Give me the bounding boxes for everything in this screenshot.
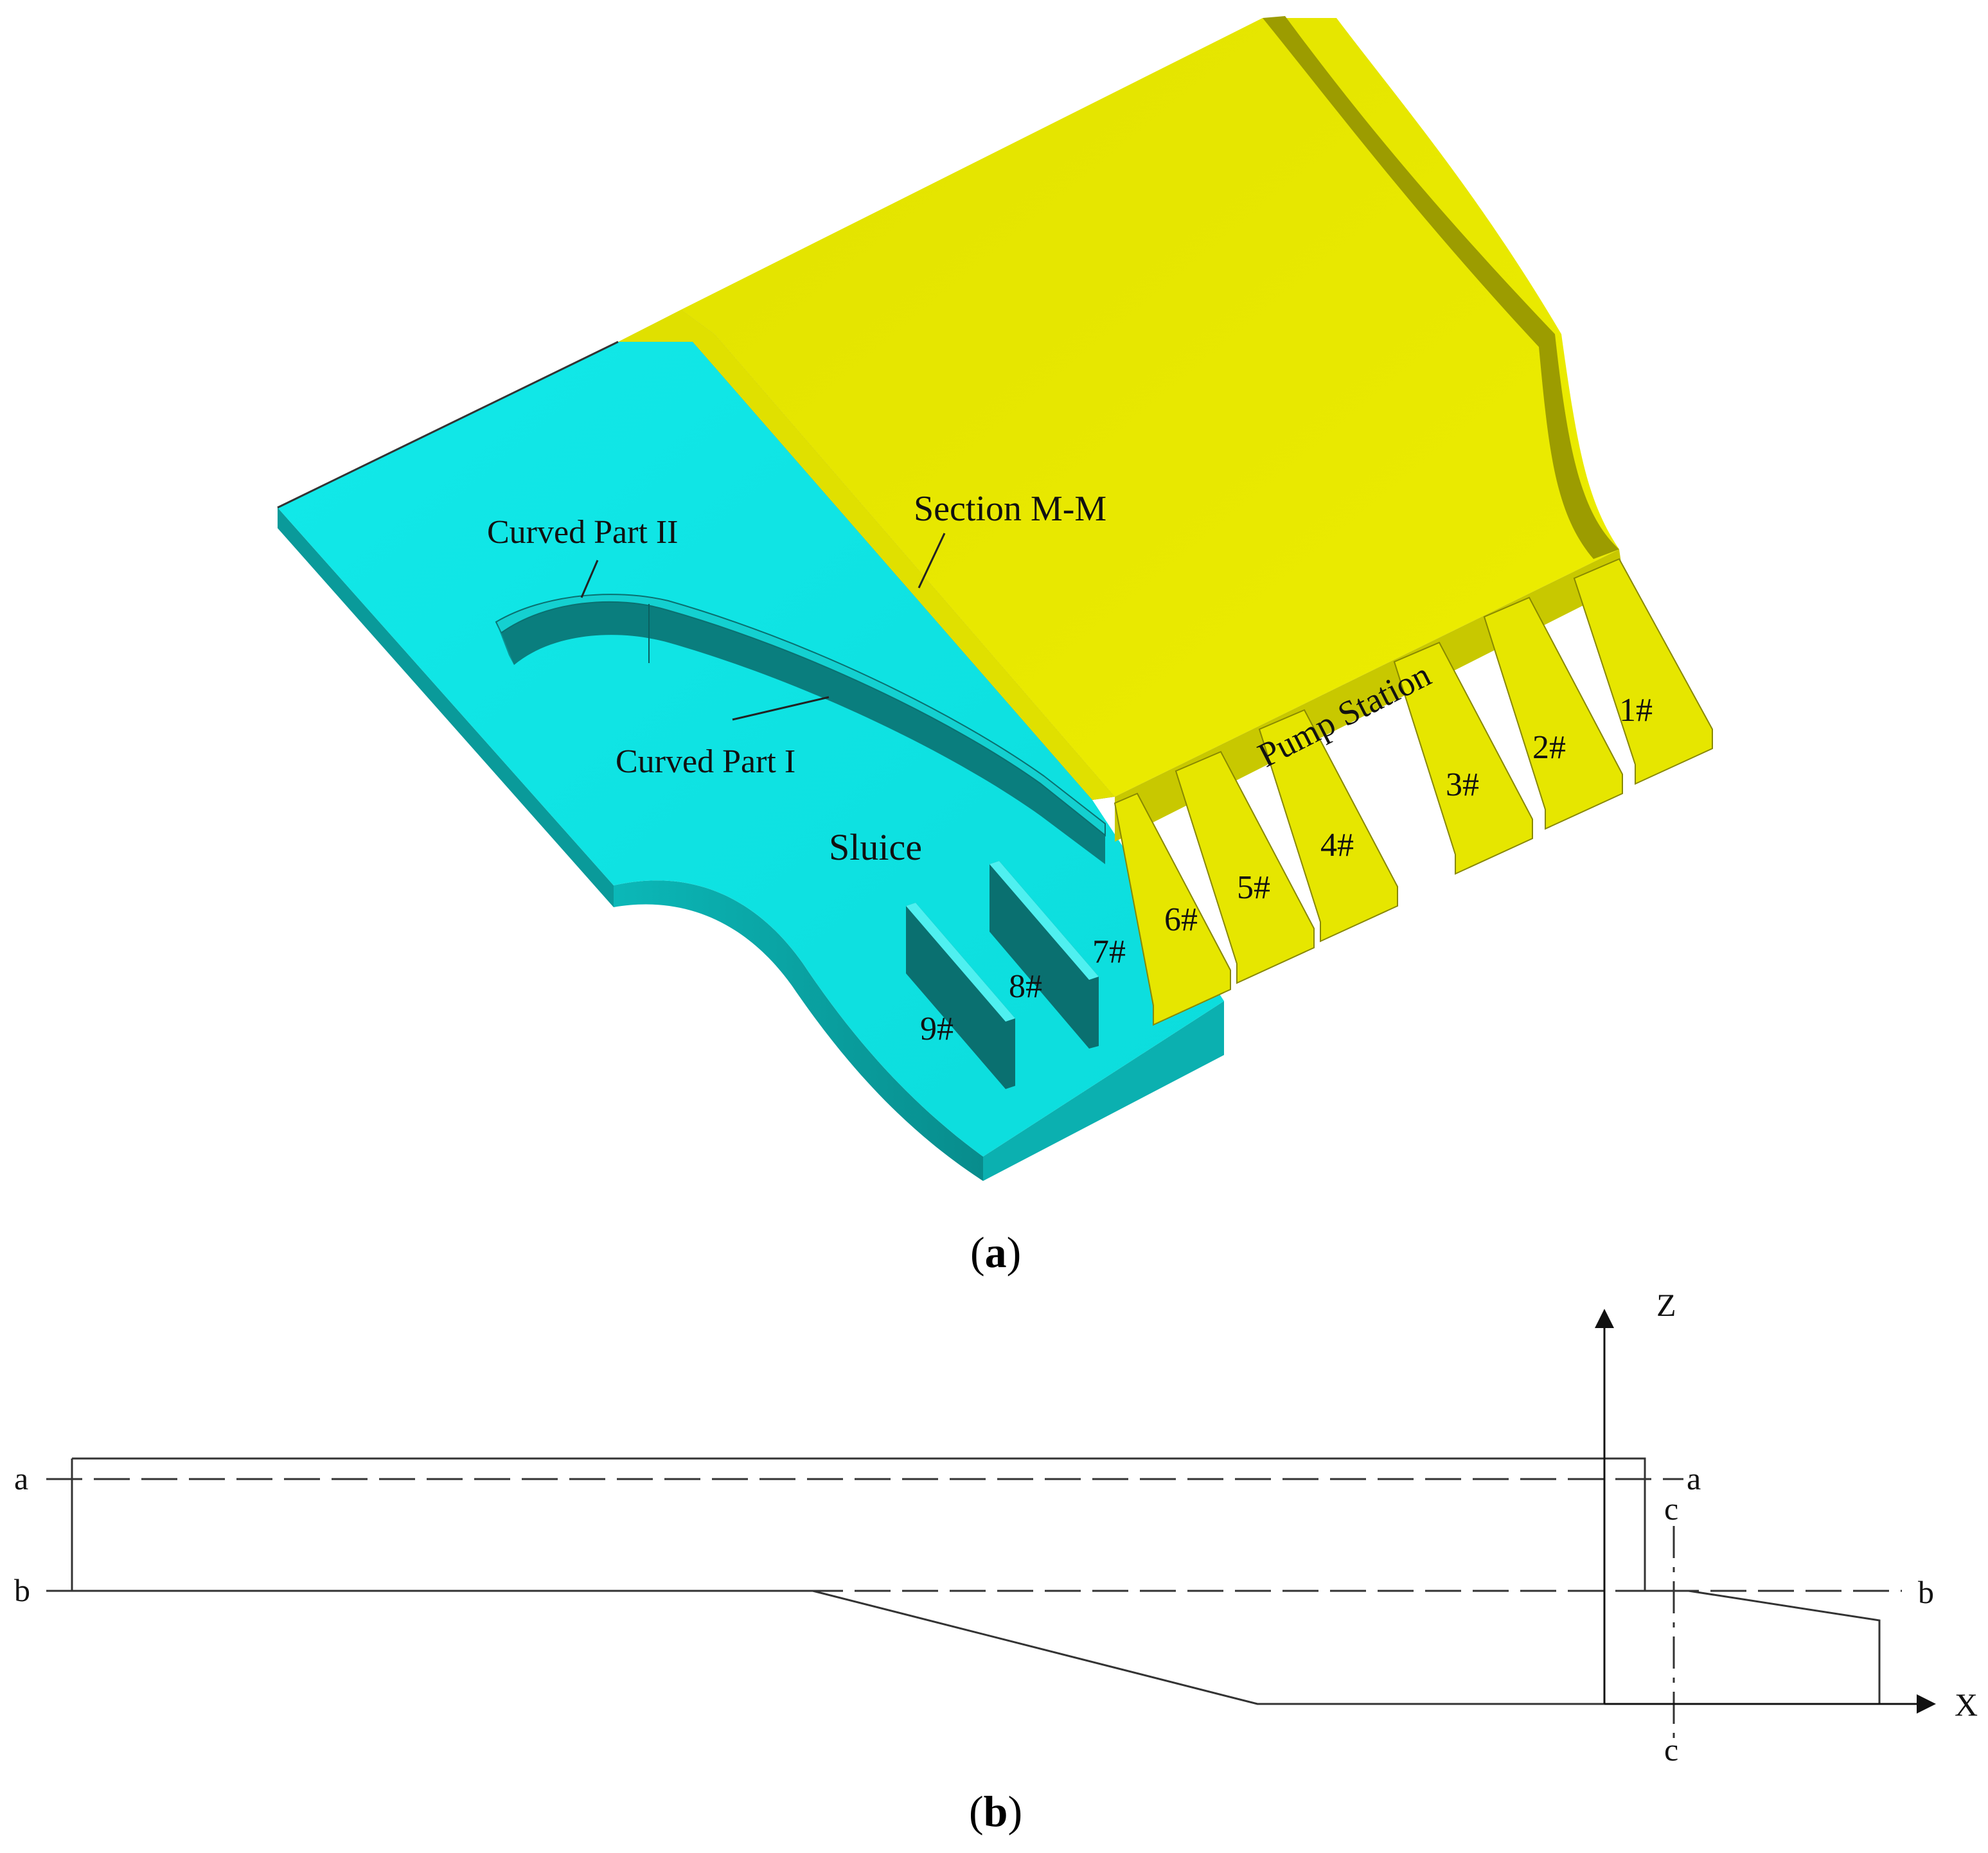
sluice-inner-edge <box>277 341 619 509</box>
label-unit-2: 2# <box>1532 729 1566 766</box>
curved-wall-inner-face <box>501 601 1105 864</box>
label-curved-part-1: Curved Part I <box>616 743 795 780</box>
label-unit-5: 5# <box>1237 869 1270 906</box>
sluice-curved-outer-face <box>614 880 983 1181</box>
caption-b-letter: b <box>984 1787 1008 1836</box>
pier-8-top <box>990 861 1099 980</box>
label-b-right: b <box>1918 1574 1934 1610</box>
sluice-left-side-face <box>278 508 614 907</box>
label-a-left: a <box>14 1460 28 1496</box>
pump-station-right-wall <box>1263 16 1619 559</box>
caption-a: (a) <box>970 1228 1021 1277</box>
panel-a-model: Curved Part II Curved Part I Section M-M… <box>277 16 1713 1277</box>
label-gate-8: 8# <box>1009 968 1042 1005</box>
outlet-2 <box>1483 596 1623 830</box>
leader-curved-part-1 <box>732 696 830 721</box>
outlet-4 <box>1258 709 1398 943</box>
outlet-6 <box>1114 792 1231 1026</box>
pump-station-top-face <box>681 18 1619 797</box>
pier-9-face <box>906 903 1015 1089</box>
label-c-bottom: c <box>1664 1732 1678 1768</box>
label-sluice: Sluice <box>829 826 922 868</box>
caption-a-letter: a <box>985 1228 1007 1277</box>
label-gate-7: 7# <box>1092 934 1126 970</box>
curved-wall-top <box>495 594 1106 837</box>
outlet-3 <box>1393 641 1533 875</box>
pump-station-left-strip <box>618 310 1115 800</box>
outlet-5 <box>1175 750 1315 984</box>
caption-a-open: ( <box>970 1228 985 1277</box>
caption-a-close: ) <box>1007 1228 1022 1277</box>
sluice-end-face <box>983 1001 1224 1181</box>
section-outline <box>71 1457 1901 1705</box>
label-unit-4: 4# <box>1320 827 1354 864</box>
outlet-1 <box>1573 558 1713 785</box>
curved-wall-end-cap <box>496 622 514 665</box>
sluice-top-face <box>278 342 1224 1157</box>
sluice-piers <box>906 861 1099 1089</box>
pump-station <box>618 16 1713 1026</box>
label-b-left: b <box>14 1572 30 1608</box>
pier-8-face <box>990 861 1099 1049</box>
label-unit-6: 6# <box>1164 901 1198 938</box>
caption-b: (b) <box>969 1787 1022 1836</box>
leader-curved-part-2 <box>580 560 599 598</box>
label-unit-1: 1# <box>1619 692 1653 729</box>
x-axis-label: X <box>1955 1687 1978 1723</box>
leader-lines <box>580 533 946 721</box>
panel-b-schematic: Z X a a b b c c (b) <box>14 1287 1978 1836</box>
label-curved-part-2: Curved Part II <box>487 514 678 551</box>
sluice-channel <box>277 341 1224 1181</box>
label-section-mm: Section M-M <box>914 489 1106 529</box>
label-unit-3: 3# <box>1446 767 1479 803</box>
leader-section-mm <box>918 533 946 589</box>
z-axis-label: Z <box>1656 1287 1676 1323</box>
pier-9-top <box>906 903 1015 1022</box>
label-c-top: c <box>1664 1491 1678 1527</box>
caption-b-open: ( <box>969 1787 984 1836</box>
caption-b-close: ) <box>1007 1787 1022 1836</box>
curved-guide-wall <box>495 594 1106 864</box>
label-a-right: a <box>1687 1460 1701 1496</box>
pump-outlets <box>1114 558 1713 1026</box>
label-gate-9: 9# <box>920 1011 954 1047</box>
